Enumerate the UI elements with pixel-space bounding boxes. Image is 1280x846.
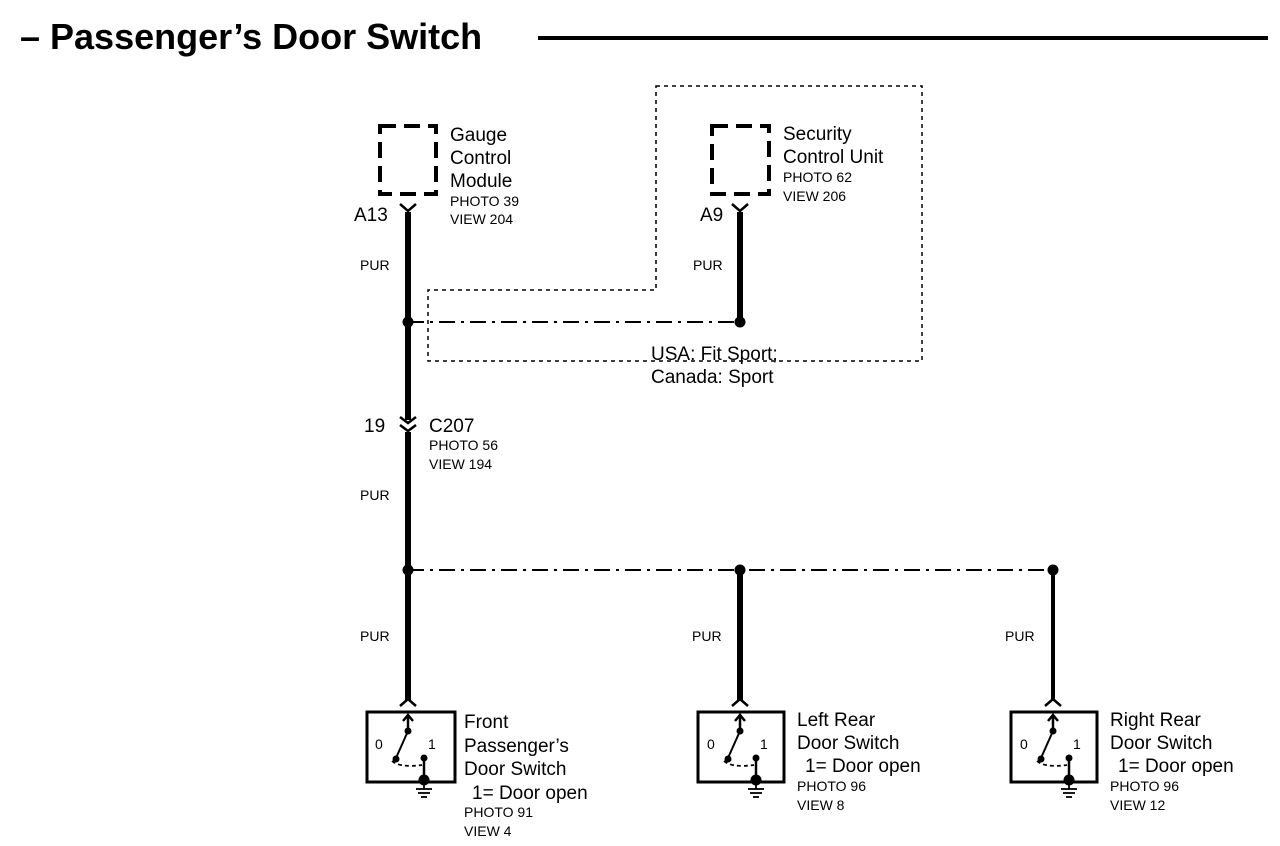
connector-photo: PHOTO 56 [429,437,498,453]
front-switch-pos0: 0 [375,736,383,752]
gauge-name-line3: Module [450,171,512,192]
front-switch-state: 1= Door open [472,783,588,804]
connector-c207-symbol [399,416,417,433]
front-switch-photo: PHOTO 91 [464,804,533,820]
right-switch-state: 1= Door open [1118,756,1234,777]
left-switch-pos0: 0 [707,736,715,752]
ground-icon [748,785,764,798]
option-note-line2: Canada: Sport [651,367,774,388]
left-switch-pos1: 1 [760,736,768,752]
wire-color-label: PUR [360,487,390,503]
wire-color-label: PUR [360,628,390,644]
security-name-line1: Security [783,124,852,145]
gauge-name-line2: Control [450,148,511,169]
left-rear-door-switch [696,710,786,786]
left-switch-view: VIEW 8 [797,797,845,813]
front-switch-name-line3: Door Switch [464,759,566,780]
front-passenger-door-switch [365,710,457,786]
option-note-line1: USA: Fit Sport; [651,344,778,365]
left-switch-photo: PHOTO 96 [797,778,866,794]
ground-icon [1061,785,1077,798]
security-pin-label: A9 [700,205,723,226]
security-terminal [731,203,749,213]
right-switch-photo: PHOTO 96 [1110,778,1179,794]
right-switch-name-line1: Right Rear [1110,710,1201,731]
gauge-name-line1: Gauge [450,125,507,146]
switch-terminal [731,697,749,707]
left-switch-state: 1= Door open [805,756,921,777]
connector-name: C207 [429,416,474,437]
security-view: VIEW 206 [783,188,846,204]
wire-color-label: PUR [360,257,390,273]
gauge-control-module-box [378,124,438,196]
gauge-photo: PHOTO 39 [450,193,519,209]
ground-icon [416,785,432,798]
front-switch-name-line2: Passenger’s [464,736,569,757]
connector-view: VIEW 194 [429,456,492,472]
right-switch-view: VIEW 12 [1110,797,1165,813]
right-switch-name-line2: Door Switch [1110,733,1212,754]
left-switch-name-line1: Left Rear [797,710,876,731]
right-switch-pos1: 1 [1073,736,1081,752]
security-name-line2: Control Unit [783,147,884,168]
wire-color-label: PUR [692,628,722,644]
right-rear-door-switch [1009,710,1099,786]
front-switch-pos1: 1 [428,736,436,752]
gauge-pin-label: A13 [354,205,388,226]
option-boundary [427,85,923,362]
wire-color-label: PUR [693,257,723,273]
security-photo: PHOTO 62 [783,169,852,185]
connector-pin-label: 19 [364,416,385,437]
right-switch-pos0: 0 [1020,736,1028,752]
front-switch-view: VIEW 4 [464,823,512,839]
gauge-terminal [399,203,417,213]
page-title: – Passenger’s Door Switch [20,16,482,57]
switch-terminal [1044,697,1062,707]
gauge-view: VIEW 204 [450,211,513,227]
front-switch-name-line1: Front [464,712,509,733]
switch-terminal [399,697,417,707]
splice-point [734,316,746,328]
security-control-unit-box [710,124,771,196]
wire-color-label: PUR [1005,628,1035,644]
left-switch-name-line2: Door Switch [797,733,899,754]
